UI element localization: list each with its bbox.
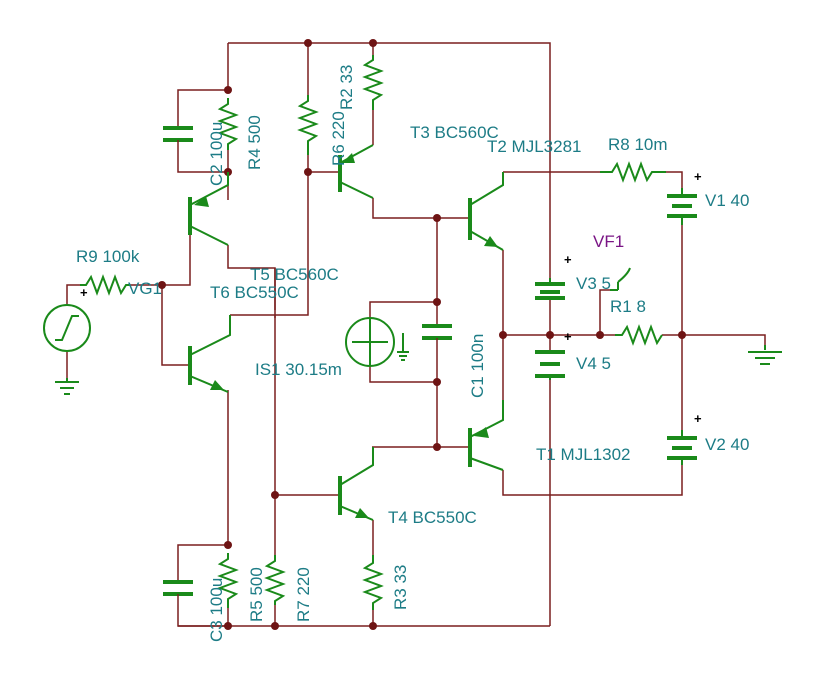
resistor-r1-symbol	[615, 324, 663, 346]
label-c3: C3 100u	[207, 578, 226, 642]
label-r5: R5 500	[247, 567, 266, 622]
capacitor-c2-symbol	[163, 118, 193, 150]
label-r2: R2 33	[337, 65, 356, 110]
wires	[66, 42, 766, 627]
battery-v3-symbol	[535, 278, 565, 300]
v2-plus-mark: +	[694, 411, 702, 426]
label-t1: T1 MJL1302	[536, 445, 631, 464]
label-r7: R7 220	[294, 567, 313, 622]
label-r8: R8 10m	[608, 135, 668, 154]
v4-plus-mark: +	[564, 329, 572, 344]
label-r1: R1 8	[610, 297, 646, 316]
v1-plus-mark: +	[694, 169, 702, 184]
label-t2: T2 MJL3281	[487, 137, 582, 156]
label-r6: R6 220	[329, 111, 348, 166]
label-vg1: VG1	[128, 279, 162, 298]
capacitor-c3-symbol	[163, 572, 193, 604]
vg1-plus-mark: +	[80, 285, 88, 300]
label-c2: C2 100u	[207, 122, 226, 186]
label-c1: C1 100n	[468, 334, 487, 398]
resistor-r8-symbol	[600, 161, 666, 183]
label-r9: R9 100k	[76, 247, 140, 266]
label-t3: T3 BC560C	[410, 123, 499, 142]
resistor-r7-symbol	[264, 555, 286, 605]
resistor-r6-symbol	[297, 95, 319, 155]
transistor-t5-symbol	[188, 315, 231, 393]
label-t4: T4 BC550C	[388, 508, 477, 527]
label-v1: V1 40	[705, 191, 749, 210]
label-vf1: VF1	[593, 232, 624, 251]
battery-v4-symbol	[535, 350, 565, 380]
function-generator-vg1-symbol	[43, 304, 91, 395]
label-t6: T6 BC550C	[210, 283, 299, 302]
ground-output-symbol	[748, 345, 782, 365]
label-v4: V4 5	[576, 354, 611, 373]
junction-dots	[158, 39, 686, 630]
battery-v2-symbol	[667, 430, 697, 465]
resistor-r2-symbol	[362, 55, 384, 110]
label-t5: T5 BC560C	[250, 265, 339, 284]
resistor-r5-symbol	[217, 553, 239, 608]
resistor-r4-symbol	[217, 98, 239, 150]
v3-plus-mark: +	[564, 252, 572, 267]
battery-v1-symbol	[667, 188, 697, 225]
transistor-t6-symbol	[188, 172, 229, 246]
label-r4: R4 500	[245, 115, 264, 170]
label-v3: V3 5	[576, 274, 611, 293]
current-source-is1-symbol	[345, 317, 409, 367]
capacitor-c1-symbol	[422, 315, 452, 350]
transistor-t4-symbol	[338, 447, 374, 521]
transistor-t1-symbol	[468, 400, 504, 471]
transistor-t2-symbol	[468, 172, 504, 251]
label-r3: R3 33	[391, 565, 410, 610]
resistor-r3-symbol	[362, 555, 384, 610]
label-is1: IS1 30.15m	[255, 360, 342, 379]
voltmeter-vf1-symbol	[610, 267, 631, 291]
label-v2: V2 40	[705, 435, 749, 454]
resistor-r9-symbol	[80, 274, 130, 296]
transistor-t3-symbol	[338, 144, 374, 199]
